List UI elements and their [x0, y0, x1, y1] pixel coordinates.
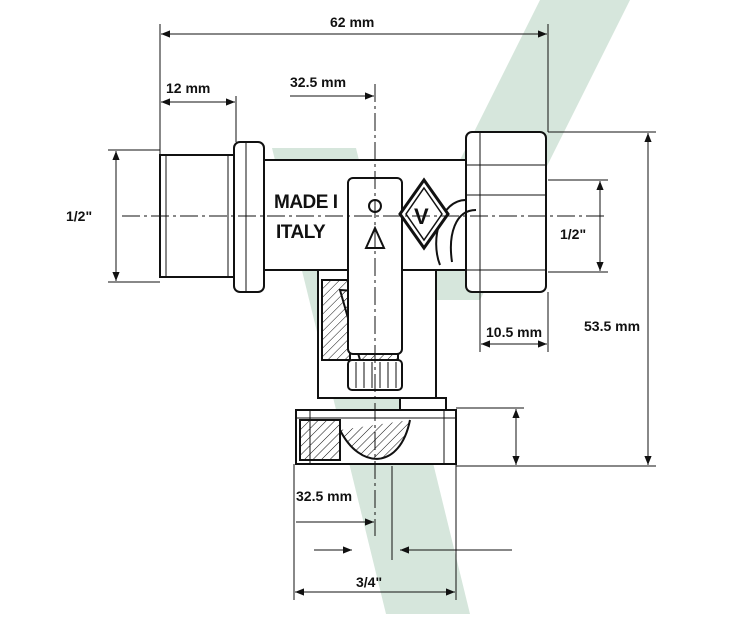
- dim-overall-width: 62 mm: [330, 14, 375, 30]
- dim-overall-height: 53.5 mm: [584, 318, 641, 334]
- dim-inlet-thread-length: 12 mm: [166, 80, 211, 96]
- dim-outlet-nut-length: 10.5 mm: [486, 324, 543, 340]
- stamp-italy: ITALY: [276, 222, 326, 243]
- dim-outlet-thread: 1/2": [560, 226, 587, 242]
- dim-bottom-thread: 3/4": [356, 574, 383, 590]
- valve-body: [159, 131, 547, 465]
- dim-bottom-axis-offset: 32.5 mm: [296, 488, 353, 504]
- outlet-nut: [465, 131, 547, 293]
- dimension-lines: [108, 24, 656, 600]
- dim-top-axis-offset: 32.5 mm: [290, 74, 347, 90]
- centre-lines: [122, 84, 608, 536]
- inlet-collar: [233, 141, 265, 293]
- dim-inlet-thread: 1/2": [66, 208, 93, 224]
- stamp-made-in: MADE I: [274, 192, 338, 213]
